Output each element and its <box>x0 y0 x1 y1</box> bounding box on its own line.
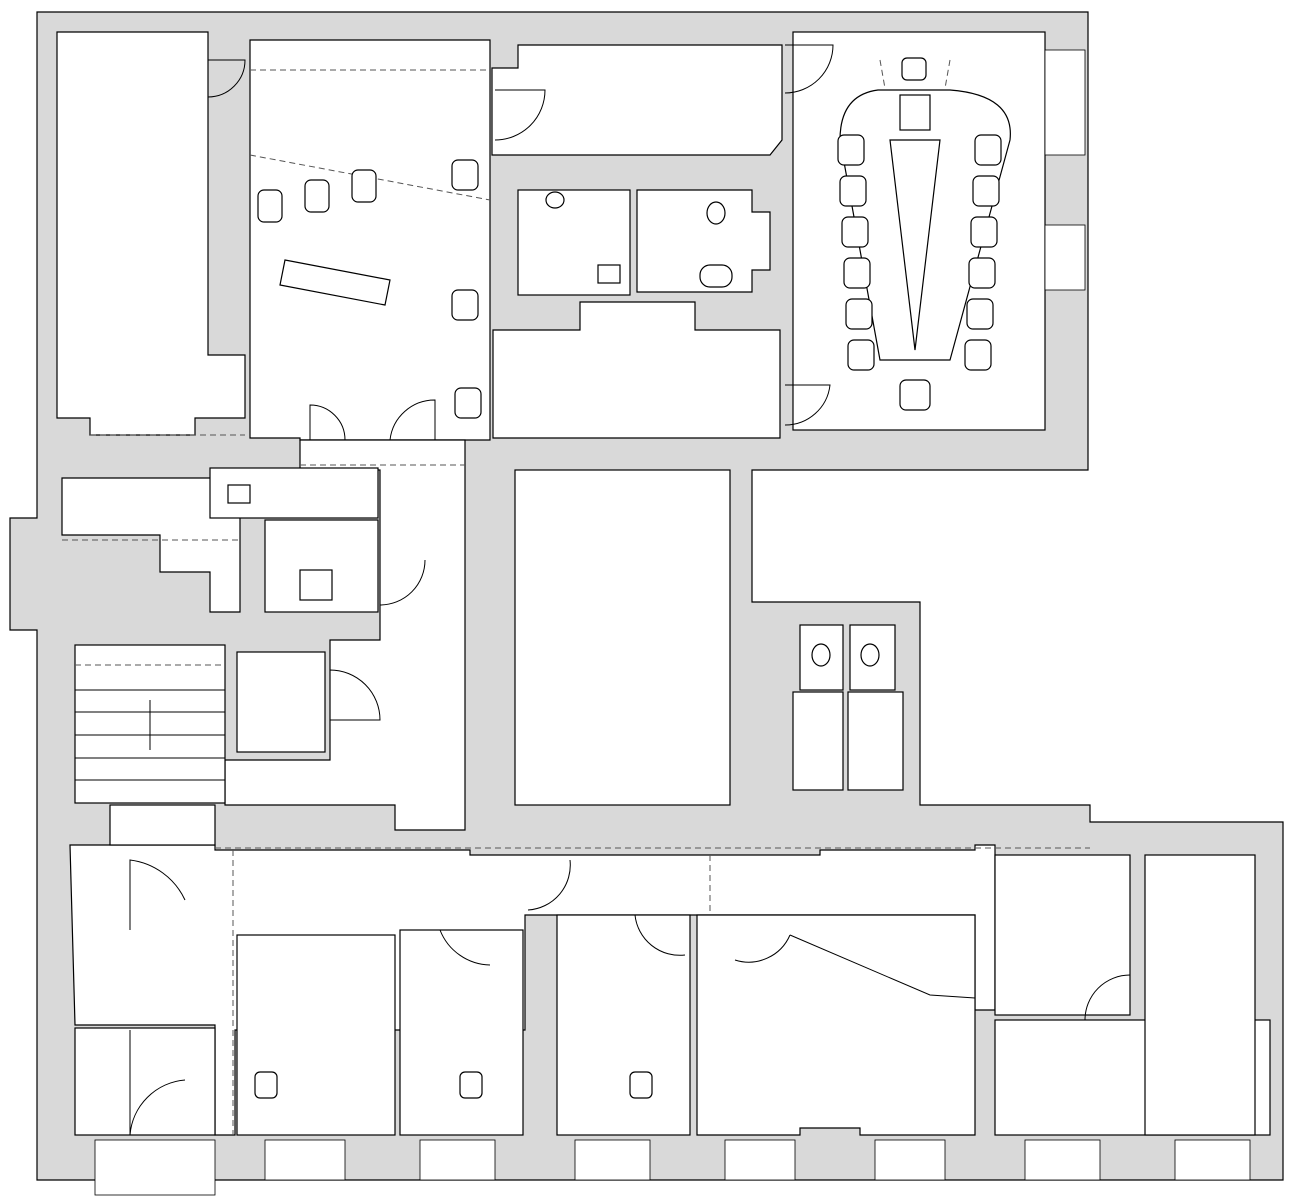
chair-icon <box>847 339 875 371</box>
window <box>724 1139 796 1181</box>
door-swing <box>309 404 346 441</box>
door-swing <box>1084 974 1131 1021</box>
window <box>419 1139 496 1181</box>
door-swing <box>784 44 834 94</box>
sink-icon <box>227 484 251 504</box>
door-swing <box>329 669 381 721</box>
window <box>1024 1139 1101 1181</box>
toilet-icon <box>811 643 831 667</box>
chair-icon <box>451 159 479 191</box>
room-lift <box>236 651 326 753</box>
toilet-icon <box>706 201 726 225</box>
room-right-large <box>1144 854 1256 1136</box>
chair-icon <box>837 134 865 166</box>
window <box>1174 1139 1251 1181</box>
furniture <box>227 159 880 1099</box>
door-swing <box>527 859 571 911</box>
doors <box>129 44 1131 1136</box>
chair-icon <box>254 1071 278 1099</box>
chair-icon <box>968 257 996 289</box>
window <box>1044 224 1086 291</box>
room-stair <box>74 644 226 804</box>
chair-icon <box>351 169 377 203</box>
room-passage <box>109 804 216 846</box>
chair-icon <box>841 216 869 248</box>
room-open-office <box>249 39 491 441</box>
chair-icon <box>304 179 330 213</box>
chair-icon <box>970 216 998 248</box>
door-swing <box>129 1030 186 1136</box>
room-toilet-d <box>847 691 904 791</box>
chair-icon <box>839 175 867 207</box>
door-swing <box>379 559 426 606</box>
chair-icon <box>972 175 1000 207</box>
chair-icon <box>454 387 482 419</box>
room-left-small <box>61 477 241 613</box>
door-swing <box>784 384 831 426</box>
toilet-icon <box>860 643 880 667</box>
window <box>264 1139 346 1181</box>
chair-icon <box>845 298 873 330</box>
room-middle <box>492 301 781 439</box>
conference-chairs <box>837 134 1002 371</box>
sink-icon <box>699 264 733 288</box>
chair-icon <box>629 1071 653 1099</box>
room-office-2 <box>399 929 524 1136</box>
chair-icon <box>964 339 992 371</box>
door-swing <box>129 859 186 930</box>
room-office-1 <box>236 934 396 1136</box>
conference-table <box>839 57 1011 411</box>
door-swing <box>634 914 686 956</box>
stair <box>75 689 225 781</box>
chair-icon <box>843 257 871 289</box>
window <box>574 1139 651 1181</box>
room-office-4 <box>696 914 976 1136</box>
room-toilet-c <box>792 691 844 791</box>
chair-icon <box>966 298 994 330</box>
door-swing <box>389 399 436 441</box>
table <box>279 259 391 306</box>
windows <box>94 49 1251 1196</box>
sink-icon <box>597 264 621 284</box>
desk-icon <box>299 569 333 601</box>
monitor-icon <box>899 94 931 131</box>
chair-icon <box>974 134 1002 166</box>
toilet-icon <box>545 191 565 209</box>
window <box>1044 49 1086 156</box>
room-wc-2 <box>636 189 771 293</box>
door-swing <box>439 929 491 966</box>
room-office-left <box>74 1027 216 1136</box>
room-top-middle <box>491 44 783 156</box>
door-swing <box>207 59 246 98</box>
door-swing <box>494 89 546 141</box>
room-toilet-a <box>799 624 844 691</box>
room-lightwell <box>514 469 731 806</box>
window <box>94 1139 216 1196</box>
rooms <box>56 31 1271 1136</box>
chair-icon <box>451 289 479 321</box>
window <box>874 1139 946 1181</box>
room-left-storage <box>56 31 246 436</box>
chair-icon <box>257 189 283 223</box>
chair-icon <box>899 379 931 411</box>
angled-partition <box>789 934 976 999</box>
room-office-3 <box>556 914 691 1136</box>
door-swing <box>734 934 791 963</box>
chair-icon <box>459 1071 483 1099</box>
room-right-entry <box>994 854 1131 1016</box>
chair-icon <box>901 57 927 81</box>
